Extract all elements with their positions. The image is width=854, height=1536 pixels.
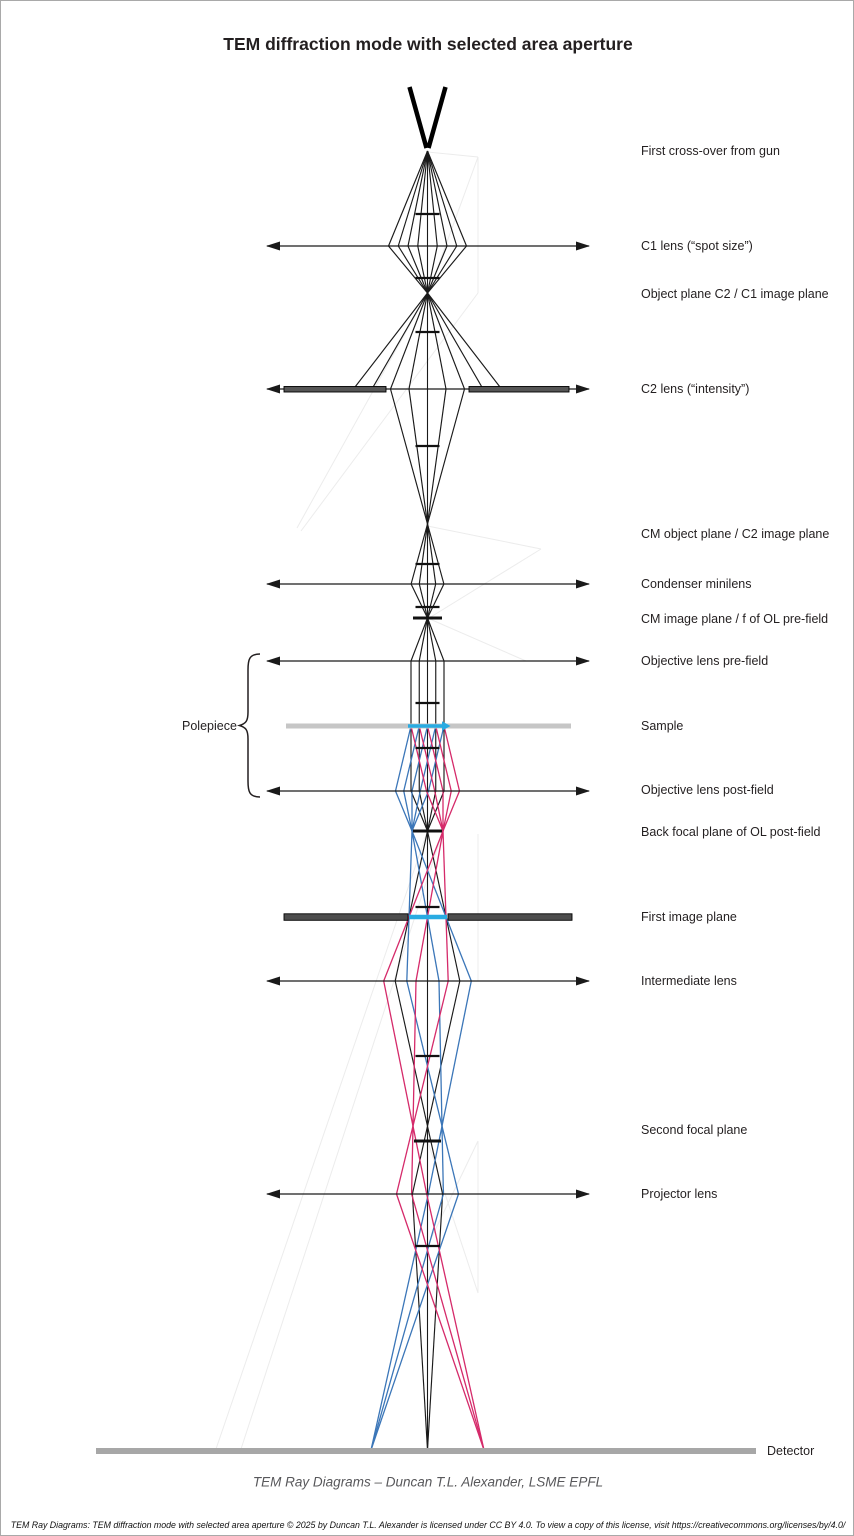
label-detector: Detector [767,1444,815,1458]
label-second-focal-plane: Second focal plane [641,1123,748,1137]
label-back-focal-plane: Back focal plane of OL post-field [641,825,821,839]
label-c1-lens: C1 lens (“spot size”) [641,239,753,253]
license-line: TEM Ray Diagrams: TEM diffraction mode w… [10,1520,846,1530]
label-c2-lens: C2 lens (“intensity”) [641,382,750,396]
label-cm-object-plane: CM object plane / C2 image plane [641,527,830,541]
page-title: TEM diffraction mode with selected area … [223,34,633,54]
label-intermediate-lens: Intermediate lens [641,974,737,988]
label-first-image-plane: First image plane [641,910,737,924]
diffracted-rays-blue [370,725,472,1451]
label-object-plane-c2: Object plane C2 / C1 image plane [641,287,829,301]
lens-plane-arrows [266,241,590,1199]
label-first-crossover: First cross-over from gun [641,144,780,158]
polepiece-brace [236,653,261,798]
label-condenser-minilens: Condenser minilens [641,577,752,591]
electron-gun-icon [407,86,448,149]
label-polepiece: Polepiece [182,719,237,733]
sample-bar [286,721,571,731]
label-objective-post-field: Objective lens post-field [641,783,774,797]
label-sample: Sample [641,719,684,733]
axis-tick-marks [413,212,442,1248]
c2-aperture-bars [283,386,570,393]
credit-line: TEM Ray Diagrams – Duncan T.L. Alexander… [252,1474,604,1490]
selected-area-aperture-bars [283,913,573,921]
label-objective-pre-field: Objective lens pre-field [641,654,769,668]
label-cm-image-plane: CM image plane / f of OL pre-field [641,612,829,626]
label-projector-lens: Projector lens [641,1187,718,1201]
diffracted-rays-red [383,725,485,1451]
sample-arrowhead-icon [442,721,451,731]
construction-lines [215,151,542,1450]
detector-bar [96,1448,756,1454]
